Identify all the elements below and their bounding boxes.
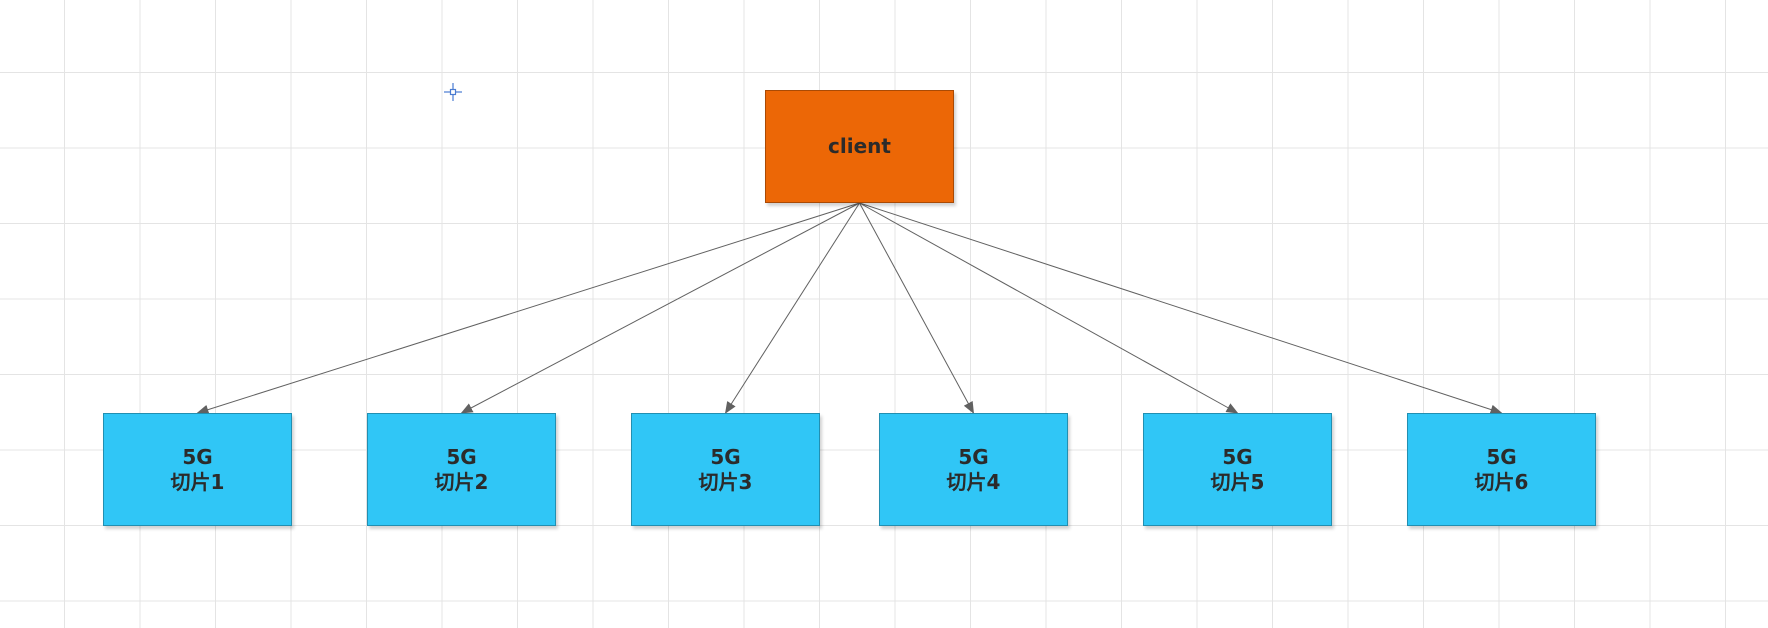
connector-client-to-slice-3[interactable]: [724, 202, 860, 414]
connector-client-to-slice-5[interactable]: [859, 202, 1239, 414]
slice-node-4-line2: 切片4: [946, 469, 1001, 494]
connector-client-to-slice-4[interactable]: [859, 202, 974, 414]
slice-node-6-line2: 切片6: [1474, 469, 1529, 494]
slice-node-1-line2: 切片1: [170, 469, 225, 494]
connector-client-to-slice-2[interactable]: [460, 202, 860, 414]
connector-client-to-slice-6[interactable]: [859, 202, 1503, 415]
slice-node-2-line1: 5G: [446, 444, 477, 469]
slice-node-4-line1: 5G: [958, 444, 989, 469]
client-node[interactable]: client: [765, 90, 954, 203]
slice-node-1-line1: 5G: [182, 444, 213, 469]
slice-node-3-line1: 5G: [710, 444, 741, 469]
slice-node-2[interactable]: 5G 切片2: [367, 413, 556, 526]
slice-node-3[interactable]: 5G 切片3: [631, 413, 820, 526]
slice-node-6-line1: 5G: [1486, 444, 1517, 469]
crosshair-icon[interactable]: [444, 83, 462, 101]
slice-node-5[interactable]: 5G 切片5: [1143, 413, 1332, 526]
slice-node-4[interactable]: 5G 切片4: [879, 413, 1068, 526]
slice-node-1[interactable]: 5G 切片1: [103, 413, 292, 526]
slice-node-5-line1: 5G: [1222, 444, 1253, 469]
client-node-label: client: [828, 134, 891, 158]
slice-node-3-line2: 切片3: [698, 469, 753, 494]
slice-node-2-line2: 切片2: [434, 469, 489, 494]
slice-node-6[interactable]: 5G 切片6: [1407, 413, 1596, 526]
slice-node-5-line2: 切片5: [1210, 469, 1265, 494]
connector-client-to-slice-1[interactable]: [196, 202, 860, 415]
